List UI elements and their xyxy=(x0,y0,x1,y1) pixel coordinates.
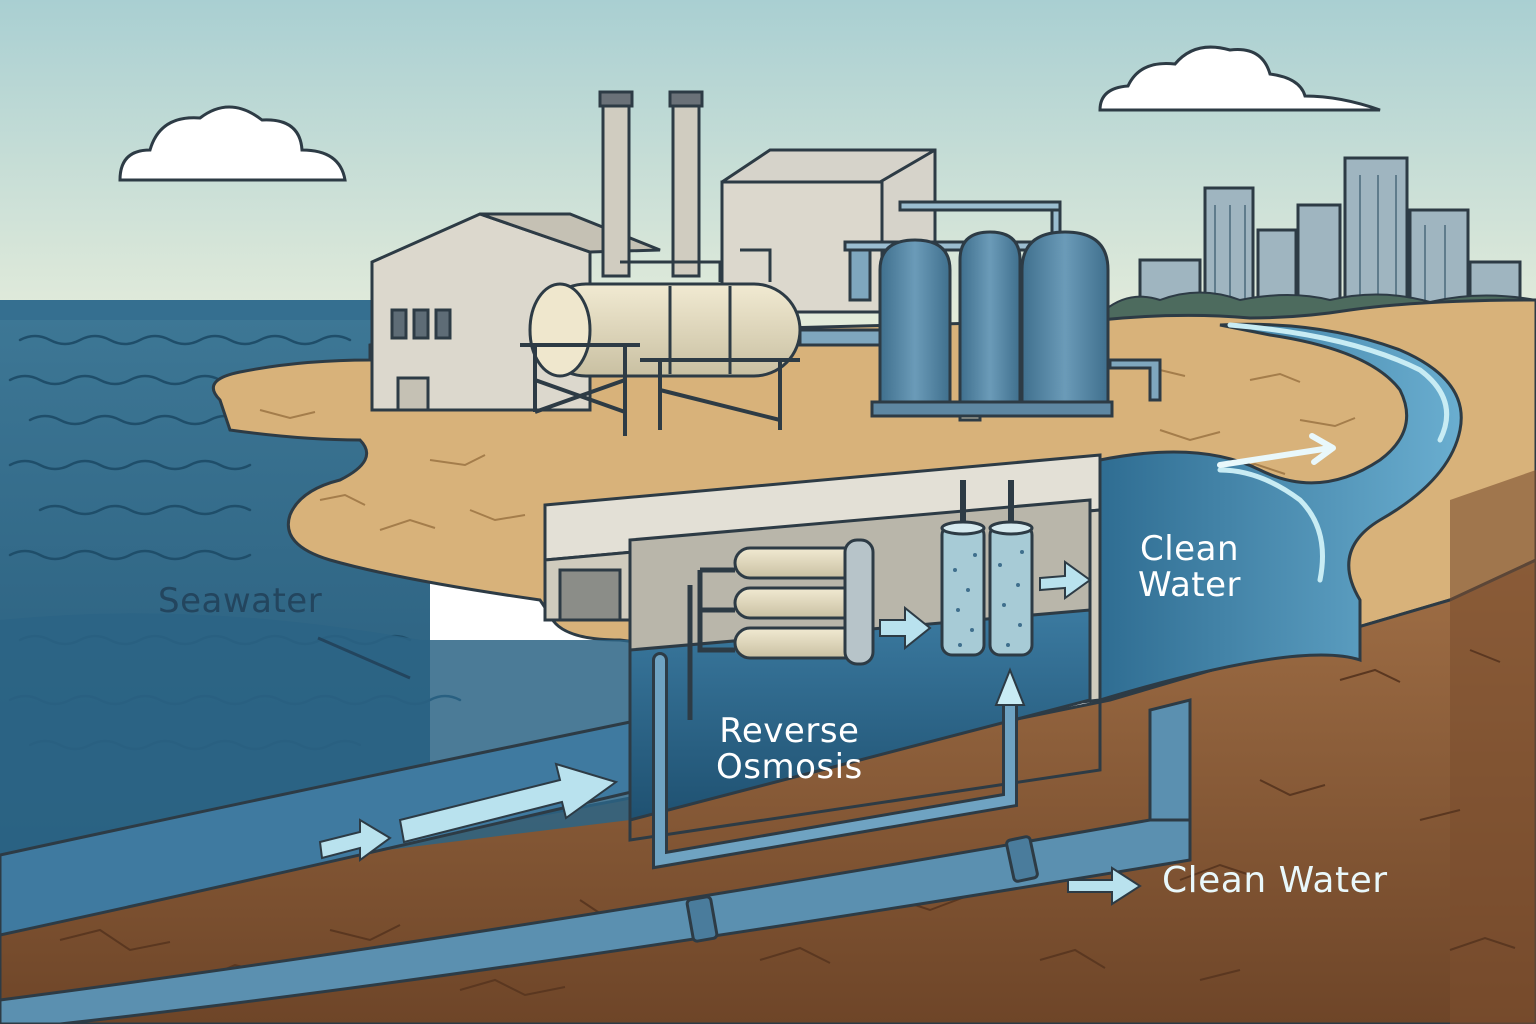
tank-support-frame xyxy=(520,343,800,436)
river-highlight xyxy=(1217,467,1325,583)
clean-water-label-top: Clean Water xyxy=(1138,529,1242,605)
clean-water-river xyxy=(1098,322,1463,703)
right-arrow-icon xyxy=(994,667,1026,706)
reverse-osmosis-line2: Osmosis xyxy=(716,746,863,787)
reverse-osmosis-line1: Reverse xyxy=(719,711,860,751)
seawater-pointer xyxy=(317,636,411,680)
clean-water-label-bottom: Clean Water xyxy=(1162,862,1388,900)
clean-water-top-line2: Water xyxy=(1138,564,1242,605)
reverse-osmosis-label: Reverse Osmosis xyxy=(716,711,863,787)
clean-water-top-line1: Clean xyxy=(1140,529,1239,569)
clean-water-bottom-text: Clean Water xyxy=(1162,860,1388,901)
seawater-label: Seawater xyxy=(158,581,323,621)
right-arrow-icon xyxy=(318,560,1142,906)
smokestacks xyxy=(598,90,704,278)
cloud-icon xyxy=(1098,45,1381,112)
ro-membrane-tubes xyxy=(687,538,875,720)
sea-surface xyxy=(0,300,440,320)
outflow-pipe xyxy=(0,698,1192,1024)
right-arrow-icon xyxy=(1217,433,1336,468)
cloud-icon xyxy=(118,105,347,182)
seawater-label-text: Seawater xyxy=(158,581,323,621)
soil-right-wall xyxy=(1450,470,1536,1024)
internal-pipes-fill xyxy=(655,655,1015,866)
city-windows xyxy=(1214,175,1446,310)
filter-cartridges xyxy=(940,480,1034,657)
vertical-tanks xyxy=(870,230,1114,418)
filter-grain xyxy=(953,550,1024,647)
river-highlight xyxy=(1227,322,1450,443)
